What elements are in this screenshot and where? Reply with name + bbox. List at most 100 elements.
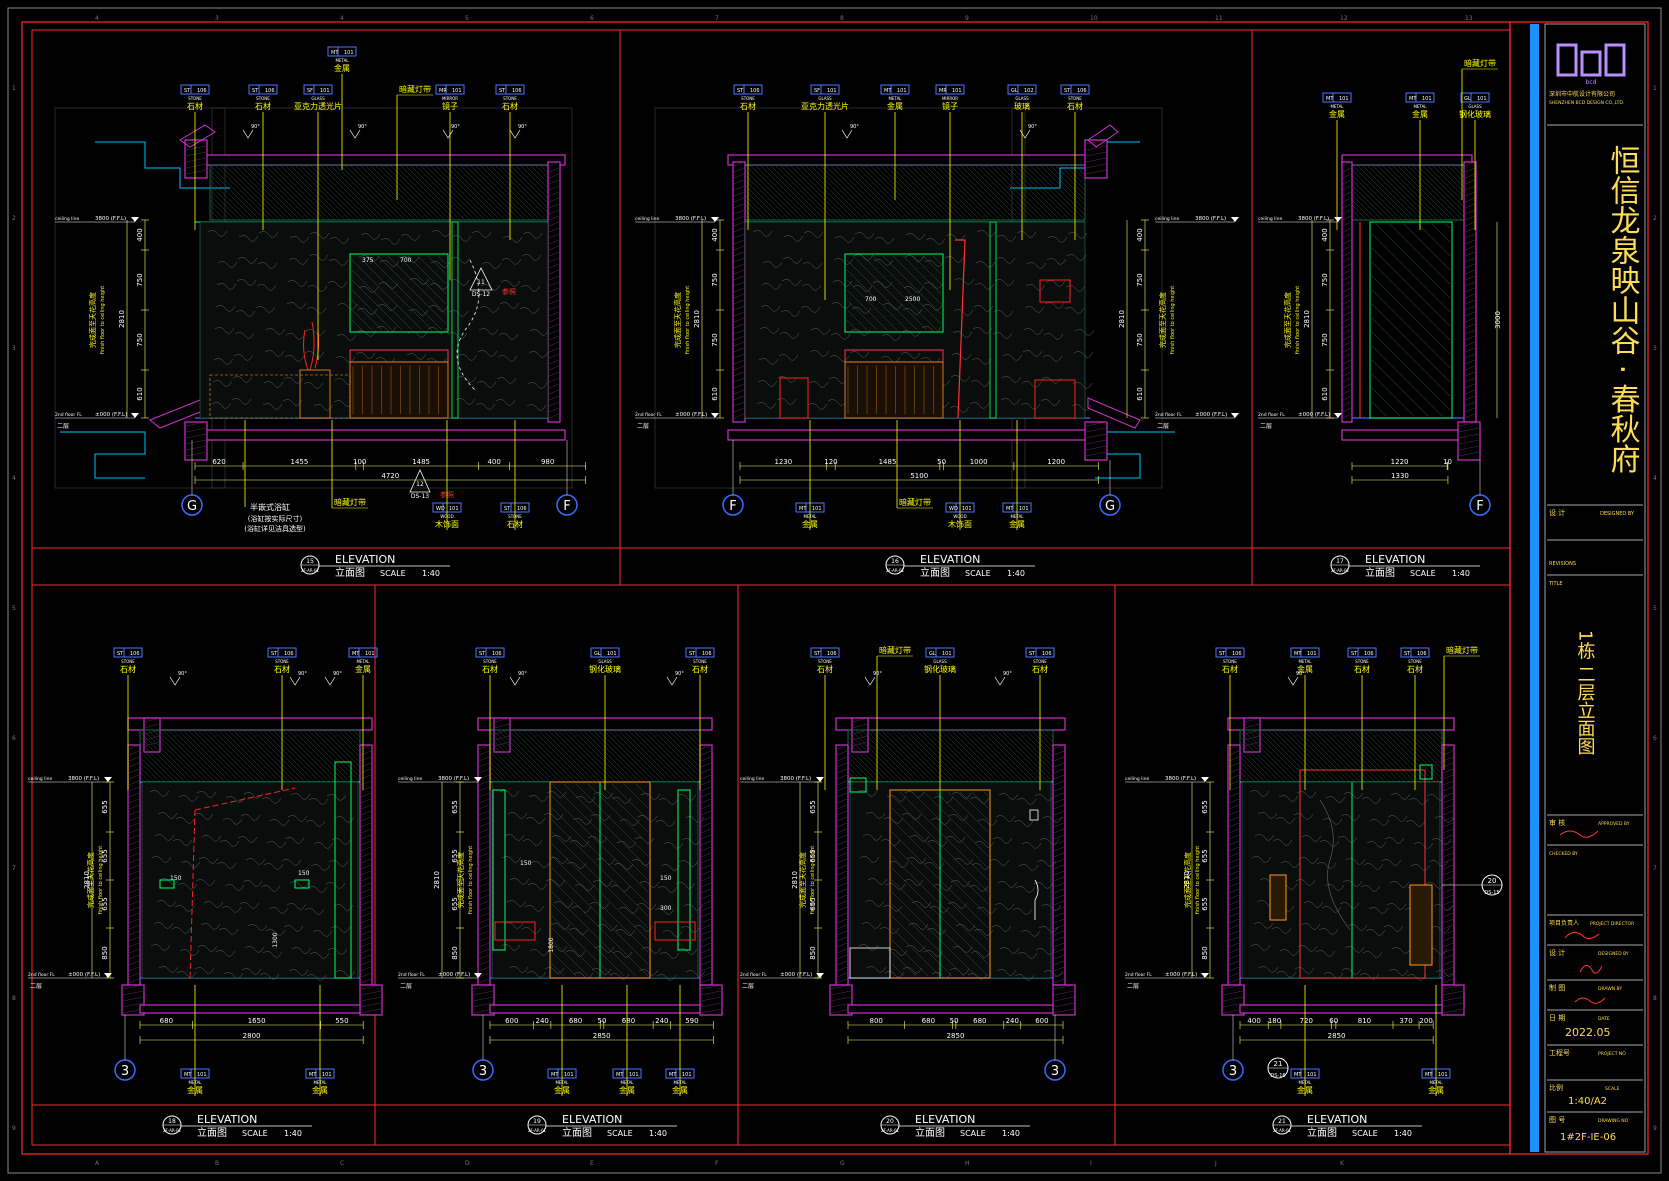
ceiling-void-hatch-h-173 [1412,729,1443,760]
glass-hatch-h--24 [1371,247,1451,327]
wall-col-top-right-hatch [1085,163,1107,169]
levels-17-ceiling-value: 3800 (F.F.L) [1298,216,1329,222]
stone-pattern-vein-2 [196,791,217,798]
wall-right-hatch [360,786,372,792]
title-17-subtitle: 立面图 [1365,566,1395,579]
stone-pattern-vein-82 [497,355,518,362]
stone-pattern-vein-29 [1298,857,1319,864]
levels-floor-arrow [104,973,112,978]
wall-left-hatch [1228,816,1240,822]
wall-right-hatch [360,816,372,822]
wall-right-hatch [1464,341,1476,347]
tag-st106-b-cn: 石材 [1032,664,1048,674]
vanity-cabinet [349,361,449,419]
wall-left-hatch [836,942,848,948]
ceiling-void-hatch-h-73 [1312,729,1366,783]
outlet [1029,809,1039,821]
ceiling-void-hatch-h-53 [542,729,596,783]
wall-right-hatch [548,365,560,371]
ceiling-void-hatch-h-188 [327,729,361,763]
ceiling-void-hatch-h-165 [909,164,966,221]
ceiling-void-hatch-h-203 [342,729,361,748]
wall-left-hatch [1228,882,1240,888]
ceiling-void-hatch-h-173 [662,729,701,768]
stone-pattern-vein-22 [944,256,965,263]
ceiling-void-hatch-h--45 [209,209,221,221]
stone-pattern-vein-54 [1253,922,1274,929]
wall-right-hatch [548,341,560,347]
stone-pattern-vein-84 [757,380,778,387]
stone-pattern-vein-25 [313,842,334,849]
tag-st106-b-cn: 石材 [692,664,708,674]
stone-pattern-vein-98 [211,402,232,409]
wall-right-hatch [1464,413,1476,419]
stone-pattern-vein-66 [1315,950,1336,957]
ceiling-void-hatch-h-240 [449,164,506,221]
stone-pattern-vein-13 [1340,814,1361,821]
stone-pattern-vein-65 [972,327,993,334]
height-note-15-cn: 完成面至天花高度 [88,292,97,348]
tag-sf101-box [810,84,840,95]
ceiling-void-hatch-h-108 [1347,729,1401,783]
glass-hatch-h-18 [1389,223,1451,285]
tag-st106-b-code: ST [1064,88,1071,94]
tag-mr101-num: 101 [452,88,462,94]
wall-right [699,744,713,986]
ceiling-void-hatch-h--7 [847,736,894,783]
tag-st106-a-num: 106 [130,651,140,657]
tag-sf101-cn: 亚克力透光片 [294,101,342,111]
wall-left-hatch [128,852,140,858]
svg-text:2: 2 [12,215,16,222]
wall-right-hatch [1053,888,1065,894]
wall-right-hatch [360,870,372,876]
ceiling-void-hatch-h--35 [209,199,231,221]
ceiling-void-hatch-h--22 [847,751,879,783]
stone-pattern-vein-68 [498,333,519,340]
stone-pattern-vein-12 [502,236,523,243]
wall-right-hatch [1464,329,1476,335]
wall-right-hatch [360,912,372,918]
wall-col-top-left-hatch [185,163,207,169]
wall-col-bottom-left-hatch [185,421,207,427]
wall-right-hatch [1053,834,1065,840]
stone-pattern-vein-77 [259,973,280,980]
stone-pattern-vein-42 [760,305,781,312]
dims-16-left-total: 2810 [693,310,701,328]
stone-pattern-vein-44 [1033,882,1054,889]
ceiling-void-hatch-h-178 [1025,729,1054,758]
angle-c-text: 90° [333,671,342,677]
stone-pattern-vein-42 [1389,881,1410,888]
wall-left-hatch [1342,191,1352,197]
wall-right-hatch [700,768,712,774]
ceiling-void-hatch-h-200 [944,164,1001,221]
tag-st106-b-en: STONE [1033,659,1047,664]
ceiling-void-hatch-h-128 [267,729,321,783]
wall-left-hatch [733,197,745,203]
wall-left-hatch [478,888,490,894]
ceiling-void-hatch-h-140 [884,164,941,221]
stone-pattern-vein-68 [612,951,633,958]
ceiling-void-hatch-h-18 [507,729,561,783]
wall-left-hatch [836,774,848,780]
wall-right-hatch [1053,978,1065,984]
dims-bottom-total: 2800 [243,1032,261,1040]
stone-pattern-vein-15 [287,815,308,822]
stone-pattern-vein-75 [931,972,952,979]
stone-pattern-vein-5 [969,797,990,804]
wall-right-hatch [1053,876,1065,882]
wall-col-bottom-left-hatch [1222,984,1244,990]
wall-left-hatch [1342,407,1352,413]
stone-pattern-vein-46 [306,307,327,314]
stone-pattern-vein-19 [1272,839,1293,846]
wall-left-hatch [478,972,490,978]
ceiling-void-hatch-h-83 [222,729,276,783]
wall-right-hatch [1464,323,1476,329]
wall-left-hatch [733,353,745,359]
ceiling-void-hatch-h--37 [847,766,864,783]
wall-col-bottom-left-hatch [1222,990,1244,996]
ceiling-void-hatch-h-65 [809,164,866,221]
ceiling-void-hatch-h--27 [847,756,874,783]
glass-door [1369,221,1453,419]
ceiling-void-hatch-h-8 [147,729,201,783]
tag-sf101-cn: 亚克力透光片 [801,101,849,111]
